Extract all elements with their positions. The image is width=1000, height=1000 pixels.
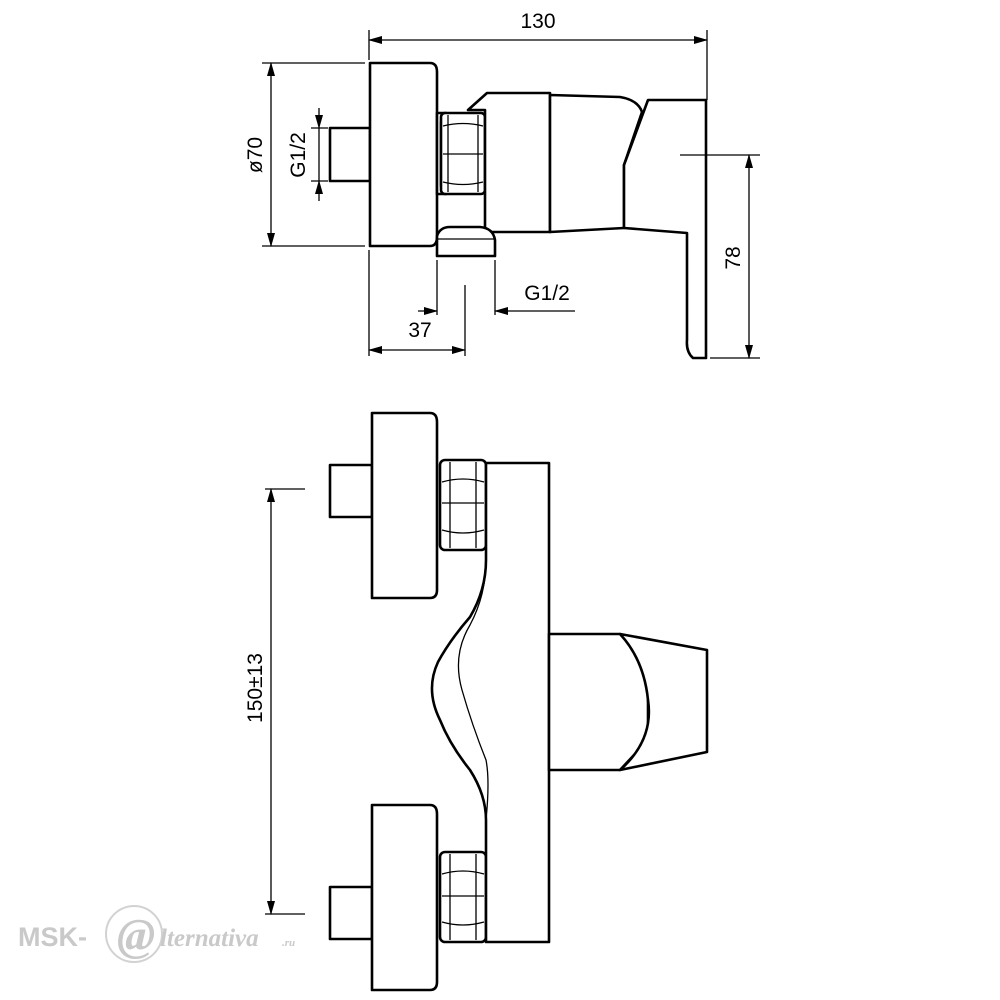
front-lower-hex-nut	[438, 850, 488, 944]
side-bottom-outlet	[435, 225, 497, 258]
watermark-symbol: @	[117, 909, 155, 960]
dim-center-distance: 150±13	[244, 653, 267, 723]
watermark-logo: MSK- @ lternativa .ru	[18, 905, 295, 963]
dim-overall-width: 130	[520, 10, 555, 33]
dim-inlet-thread: G1/2	[287, 132, 310, 178]
front-view: 150±13	[244, 411, 709, 992]
side-view: 130 ø70 G1/2 G1/2 37 78	[244, 10, 760, 360]
dim-lever-height: 78	[722, 246, 745, 269]
watermark-at-icon	[105, 905, 163, 963]
front-upper-inlet-stub	[328, 463, 374, 519]
watermark-suffix: .ru	[282, 937, 295, 949]
watermark-name: lternativa	[160, 925, 259, 952]
watermark-prefix: MSK-	[18, 922, 87, 952]
front-lever-handle	[618, 632, 709, 772]
dim-diameter: ø70	[244, 137, 267, 173]
dim-outlet-thread: G1/2	[524, 282, 570, 305]
front-lower-inlet-stub	[328, 885, 374, 941]
side-lever-handle	[622, 98, 708, 360]
dim-outlet-offset: 37	[408, 319, 431, 342]
front-upper-hex-nut	[438, 458, 488, 552]
side-wall-flange	[368, 61, 439, 248]
side-inlet-stub	[328, 126, 372, 183]
front-lower-flange	[370, 803, 439, 992]
front-mixer-body	[430, 461, 551, 944]
front-upper-flange	[370, 411, 439, 600]
